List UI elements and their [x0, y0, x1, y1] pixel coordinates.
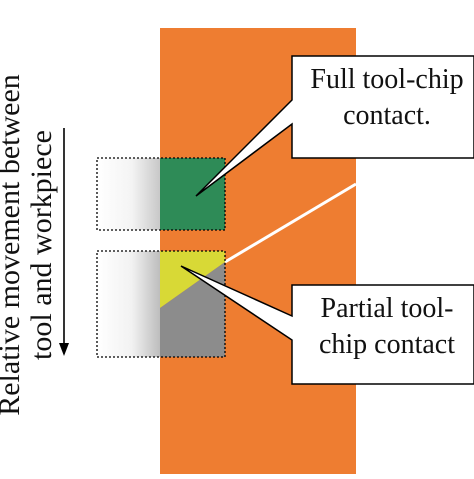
partial-contact-gray-region [160, 262, 225, 357]
upper-tool-fade [97, 158, 160, 230]
partial-contact-callout-bubble [180, 265, 474, 385]
partial-contact-line1: Partial tool- [320, 293, 454, 324]
axis-label-line1: Relative movement between [0, 74, 26, 416]
movement-arrow-head [59, 343, 69, 356]
full-contact-line2: contact. [343, 100, 431, 132]
full-contact-callout-bubble [195, 55, 474, 197]
full-contact-line1: Full tool-chip [310, 64, 464, 95]
partial-contact-callout-text: Partial tool- chip contact [298, 291, 474, 364]
partial-contact-line2: chip contact [318, 329, 456, 361]
upper-tool-outline [96, 157, 226, 231]
chip-flow-line [224, 182, 357, 264]
lower-tool-outline [96, 250, 226, 358]
full-contact-region [160, 158, 225, 230]
lower-tool-fade [97, 251, 160, 357]
full-contact-callout-text: Full tool-chip contact. [298, 62, 474, 135]
axis-label-line2: tool and workpiece [25, 130, 58, 360]
partial-contact-yellow-region [160, 251, 225, 308]
